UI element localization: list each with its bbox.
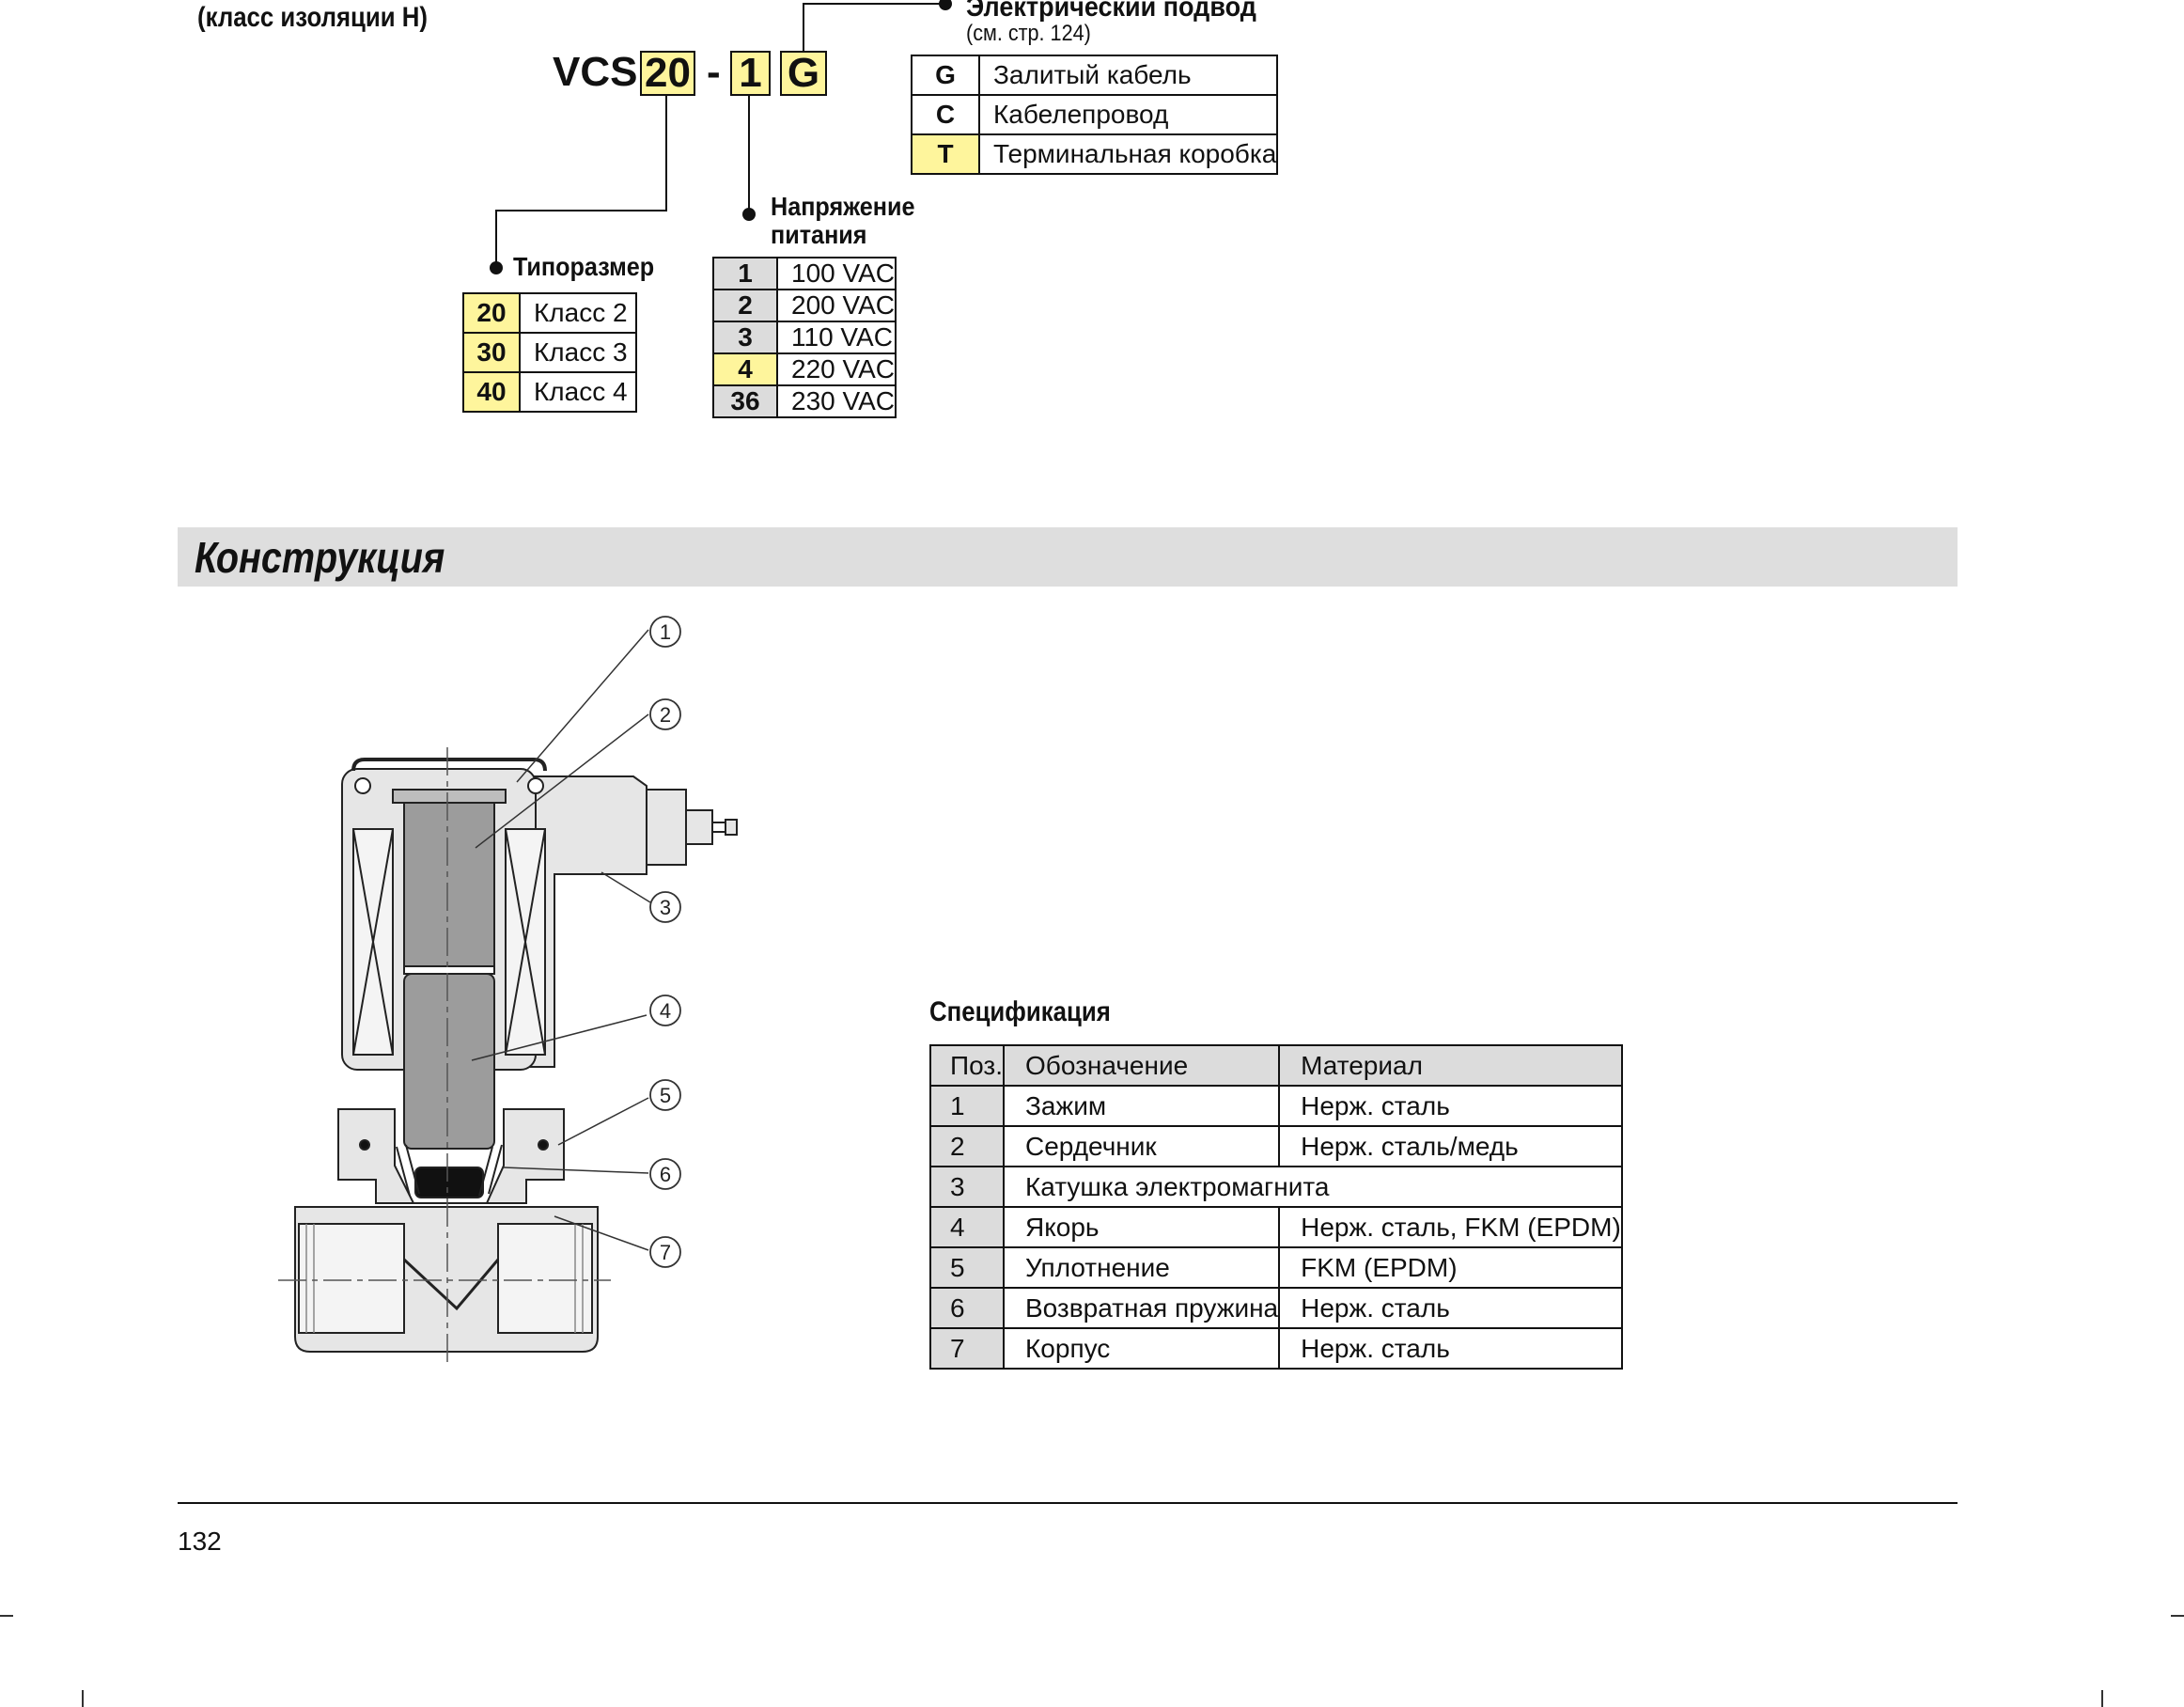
callout-2: 2 <box>660 703 671 727</box>
callout-6: 6 <box>660 1163 671 1186</box>
model-size-box: 20 <box>640 51 695 96</box>
material-cell: Нерж. сталь <box>1278 1085 1623 1127</box>
pos-cell: 3 <box>929 1166 1005 1208</box>
code-cell: 3 <box>712 321 778 354</box>
callout-3: 3 <box>660 896 671 919</box>
voltage-title-line2: питания <box>771 220 867 249</box>
crop-mark <box>2101 1690 2103 1707</box>
valve-cross-section-figure: 1 2 3 4 5 6 7 <box>278 616 738 1363</box>
label-cell: Класс 3 <box>519 332 637 373</box>
model-prefix: VCS <box>553 49 638 95</box>
code-cell: 1 <box>712 257 778 290</box>
label-cell: Кабелепровод <box>977 94 1279 135</box>
spec-table: Поз. Обозначение Материал 1 Зажим Нерж. … <box>929 1044 1623 1370</box>
section-title: Конструкция <box>195 533 445 582</box>
pos-cell: 1 <box>929 1085 1005 1127</box>
callout-5: 5 <box>660 1084 671 1107</box>
code-cell: C <box>911 94 980 135</box>
code-cell: 36 <box>712 384 778 418</box>
code-cell: T <box>911 133 980 175</box>
table-row: 2 Сердечник Нерж. сталь/медь <box>929 1125 1623 1167</box>
table-row: 20 Класс 2 <box>462 292 637 334</box>
pos-cell: 2 <box>929 1125 1005 1167</box>
section-band <box>178 527 1958 587</box>
label-cell: Класс 4 <box>519 371 637 413</box>
table-row: 2 200 VAC <box>712 289 897 322</box>
name-cell: Сердечник <box>1002 1125 1281 1167</box>
code-cell: 30 <box>462 332 521 373</box>
page-number: 132 <box>178 1527 222 1556</box>
code-cell: G <box>911 55 980 96</box>
material-cell: Нерж. сталь/медь <box>1278 1125 1623 1167</box>
model-electrical-box: G <box>780 51 827 96</box>
material-cell: FKM (EPDM) <box>1278 1246 1623 1289</box>
code-cell: 4 <box>712 352 778 386</box>
label-cell: Залитый кабель <box>977 55 1279 96</box>
label-cell: 230 VAC <box>776 384 897 418</box>
label-cell: 200 VAC <box>776 289 897 322</box>
name-cell: Зажим <box>1002 1085 1281 1127</box>
name-cell: Уплотнение <box>1002 1246 1281 1289</box>
spec-title: Спецификация <box>929 996 1111 1027</box>
table-row: 3 110 VAC <box>712 321 897 354</box>
table-row: 4 220 VAC <box>712 352 897 386</box>
table-header-row: Поз. Обозначение Материал <box>929 1044 1623 1087</box>
model-voltage-box: 1 <box>730 51 771 96</box>
pos-cell: 4 <box>929 1206 1005 1248</box>
pos-cell: 6 <box>929 1287 1005 1329</box>
material-cell: Нерж. сталь <box>1278 1287 1623 1329</box>
size-table: 20 Класс 2 30 Класс 3 40 Класс 4 <box>462 292 637 413</box>
table-row: C Кабелепровод <box>911 94 1279 135</box>
crop-mark <box>0 1615 13 1617</box>
voltage-title-line1: Напряжение <box>771 192 915 221</box>
callout-1: 1 <box>660 620 671 644</box>
electrical-table: G Залитый кабель C Кабелепровод T Термин… <box>911 55 1279 175</box>
code-cell: 40 <box>462 371 521 413</box>
table-row: 40 Класс 4 <box>462 371 637 413</box>
header-pos: Поз. <box>929 1044 1005 1087</box>
material-cell: Нерж. сталь, FKM (EPDM) <box>1278 1206 1623 1248</box>
footer-rule <box>178 1502 1958 1504</box>
size-title: Типоразмер <box>513 252 655 281</box>
insulation-class-label: (класс изоляции H) <box>197 2 429 33</box>
header-name: Обозначение <box>1002 1044 1281 1087</box>
callout-4: 4 <box>660 999 671 1023</box>
table-row: T Терминальная коробка <box>911 133 1279 175</box>
electrical-title: Электрический подвод <box>966 0 1256 23</box>
crop-mark <box>82 1690 84 1707</box>
label-cell: Терминальная коробка <box>977 133 1279 175</box>
label-cell: 220 VAC <box>776 352 897 386</box>
table-row: G Залитый кабель <box>911 55 1279 96</box>
label-cell: 100 VAC <box>776 257 897 290</box>
label-cell: Класс 2 <box>519 292 637 334</box>
table-row: 1 100 VAC <box>712 257 897 290</box>
table-row: 1 Зажим Нерж. сталь <box>929 1085 1623 1127</box>
name-cell: Катушка электромагнита <box>1003 1166 1623 1208</box>
callout-7: 7 <box>660 1241 671 1264</box>
material-cell: Нерж. сталь <box>1278 1327 1623 1370</box>
label-cell: 110 VAC <box>776 321 897 354</box>
table-row: 3 Катушка электромагнита <box>929 1166 1623 1208</box>
name-cell: Корпус <box>1002 1327 1281 1370</box>
table-row: 6 Возвратная пружина Нерж. сталь <box>929 1287 1623 1329</box>
code-cell: 2 <box>712 289 778 322</box>
table-row: 7 Корпус Нерж. сталь <box>929 1327 1623 1370</box>
model-dash: - <box>707 49 721 95</box>
table-row: 30 Класс 3 <box>462 332 637 373</box>
name-cell: Возвратная пружина <box>1002 1287 1281 1329</box>
table-row: 4 Якорь Нерж. сталь, FKM (EPDM) <box>929 1206 1623 1248</box>
pos-cell: 5 <box>929 1246 1005 1289</box>
voltage-table: 1 100 VAC 2 200 VAC 3 110 VAC 4 220 VAC … <box>712 257 897 418</box>
name-cell: Якорь <box>1002 1206 1281 1248</box>
table-row: 36 230 VAC <box>712 384 897 418</box>
electrical-note: (см. стр. 124) <box>966 21 1091 46</box>
header-material: Материал <box>1278 1044 1623 1087</box>
code-cell: 20 <box>462 292 521 334</box>
table-row: 5 Уплотнение FKM (EPDM) <box>929 1246 1623 1289</box>
pos-cell: 7 <box>929 1327 1005 1370</box>
ordering-connectors <box>490 0 952 274</box>
crop-mark <box>2171 1615 2184 1617</box>
